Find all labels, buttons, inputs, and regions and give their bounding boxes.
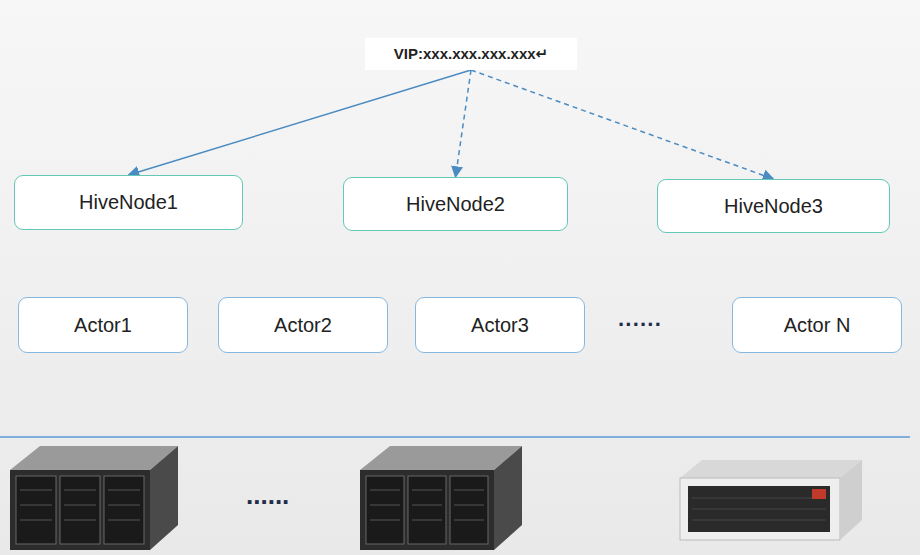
node-text: Actor2: [274, 314, 332, 337]
arrow-connector: [456, 70, 472, 177]
actor-box: Actor2: [218, 297, 388, 353]
node-text: Actor N: [784, 314, 851, 337]
storage-unit: [680, 460, 862, 540]
node-text: VIP:xxx.xxx.xxx.xxx↵: [394, 45, 548, 63]
hive-node-box: HiveNode1: [14, 175, 243, 230]
hive-node-box: HiveNode3: [657, 179, 890, 233]
hive-node-box: HiveNode2: [343, 177, 568, 231]
actor-box: Actor N: [732, 297, 902, 353]
node-text: HiveNode1: [79, 191, 178, 214]
ellipsis-mark: ......: [246, 480, 289, 511]
arrow-connector: [129, 70, 472, 175]
actor-box: Actor1: [18, 297, 188, 353]
actor-box: Actor3: [415, 297, 585, 353]
rack-server: [360, 446, 522, 550]
divider-line: [0, 436, 910, 438]
rack-server: [10, 446, 178, 550]
node-text: HiveNode2: [406, 193, 505, 216]
ellipsis-mark: ······: [618, 312, 662, 338]
arrow-connector: [471, 70, 774, 179]
node-text: Actor1: [74, 314, 132, 337]
node-text: HiveNode3: [724, 195, 823, 218]
vip-address-box: VIP:xxx.xxx.xxx.xxx↵: [365, 38, 577, 70]
node-text: Actor3: [471, 314, 529, 337]
